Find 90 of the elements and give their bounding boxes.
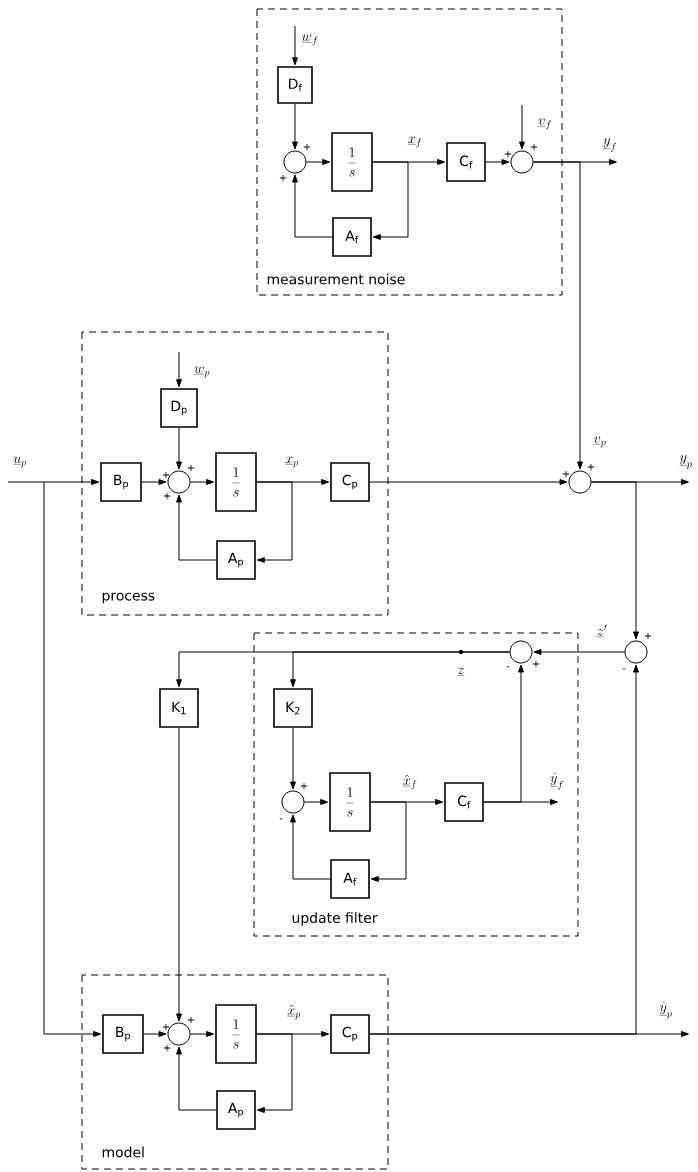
summing-junction — [624, 640, 648, 664]
gain-block: A$_{p}$ — [216, 1090, 256, 1130]
arrow — [292, 174, 333, 238]
arrow — [485, 159, 510, 165]
sign-label: + — [303, 143, 311, 151]
integrator-block: $\frac{1}{s}$ — [329, 772, 371, 832]
arrow — [143, 1031, 167, 1037]
gain-block: D$_{p}$ — [160, 388, 198, 428]
signal-label: $\underline{z}$ — [456, 666, 466, 678]
arrow — [7, 479, 100, 485]
arrow — [290, 727, 296, 790]
summing-junction — [281, 790, 305, 814]
arrow — [176, 427, 182, 470]
gain-block: C$_{f}$ — [446, 142, 486, 182]
summing-junction — [509, 640, 533, 664]
arrow — [292, 25, 298, 66]
sign-label: - — [506, 666, 510, 668]
arrow — [256, 481, 293, 563]
sign-label: - — [279, 818, 283, 820]
gain-block: D$_{f}$ — [277, 66, 313, 104]
signal-label: $\underline{w}_p$ — [193, 365, 211, 379]
gain-block: C$_{f}$ — [444, 782, 484, 822]
signal-label: $\underline{\hat{y}}_p$ — [658, 1000, 674, 1020]
integrator-block: $\frac{1}{s}$ — [331, 132, 373, 192]
arrow — [306, 159, 331, 165]
signal-label: $\underline{w}_f$ — [300, 33, 320, 47]
signal-label: $\underline{z}'$ — [595, 623, 609, 639]
gain-block: A$_{p}$ — [216, 540, 256, 580]
gain-block: C$_{p}$ — [330, 1014, 370, 1054]
arrow — [176, 494, 217, 561]
summing-junction — [568, 470, 592, 494]
gain-block: A$_{f}$ — [330, 859, 370, 899]
summing-junction — [510, 150, 534, 174]
gain-block: K$_{1}$ — [159, 688, 199, 728]
arrow — [369, 664, 639, 1035]
sign-label: + — [187, 1016, 195, 1024]
arrow — [591, 481, 639, 640]
arrow — [533, 649, 625, 655]
arrow — [176, 727, 182, 1022]
arrow — [176, 1046, 217, 1111]
gain-block: B$_{p}$ — [102, 1014, 144, 1054]
sign-label: + — [279, 174, 287, 182]
arrow — [519, 104, 525, 150]
arrow — [304, 799, 329, 805]
arrow — [370, 801, 407, 882]
sign-label: + — [300, 782, 308, 790]
arrow — [372, 161, 409, 240]
summing-junction — [167, 470, 191, 494]
integrator-block: $\frac{1}{s}$ — [215, 452, 257, 512]
sign-label: + — [530, 143, 538, 151]
gain-block: B$_{p}$ — [100, 462, 142, 502]
sign-label: + — [187, 464, 195, 472]
sign-label: + — [562, 470, 570, 478]
arrow — [292, 103, 298, 150]
sign-label: + — [587, 463, 595, 471]
arrow — [190, 479, 215, 485]
signal-label: $\underline{y}_p$ — [678, 454, 694, 470]
gain-block: A$_{f}$ — [332, 217, 372, 257]
sign-label: + — [162, 1023, 170, 1031]
arrow — [190, 1031, 215, 1037]
arrow — [290, 814, 331, 880]
arrow — [141, 479, 167, 485]
gain-block: K$_{2}$ — [273, 688, 313, 728]
sign-label: - — [622, 668, 626, 670]
sign-label: + — [532, 660, 540, 668]
gain-block: C$_{p}$ — [330, 462, 370, 502]
sign-label: + — [163, 1044, 171, 1052]
signal-label: $\underline{y}_f$ — [602, 137, 618, 153]
arrow — [256, 1033, 293, 1113]
signal-label: $\underline{\hat{y}}_f$ — [549, 771, 565, 791]
sign-label: + — [162, 471, 170, 479]
sign-label: + — [163, 492, 171, 500]
arrow — [483, 664, 524, 803]
arrow — [43, 481, 102, 1037]
signal-label: $\underline{x}_f$ — [406, 135, 424, 149]
sign-label: + — [644, 632, 652, 640]
signal-label: $\underline{v}_p$ — [592, 435, 608, 449]
summing-junction — [283, 150, 307, 174]
signal-label: $\underline{x}_p$ — [284, 455, 300, 469]
signal-label: $\underline{\hat{x}}_p$ — [286, 1003, 302, 1021]
signal-label: $\underline{v}_f$ — [537, 117, 553, 131]
signal-label: $\underline{\hat{x}}_f$ — [401, 773, 419, 791]
summing-junction — [167, 1022, 191, 1046]
arrow — [369, 479, 568, 485]
integrator-block: $\frac{1}{s}$ — [215, 1004, 257, 1064]
sign-label: + — [504, 150, 512, 158]
arrow — [290, 651, 510, 688]
arrow — [533, 161, 583, 470]
arrow — [176, 351, 182, 388]
signal-label: $\underline{u}_p$ — [12, 455, 28, 469]
